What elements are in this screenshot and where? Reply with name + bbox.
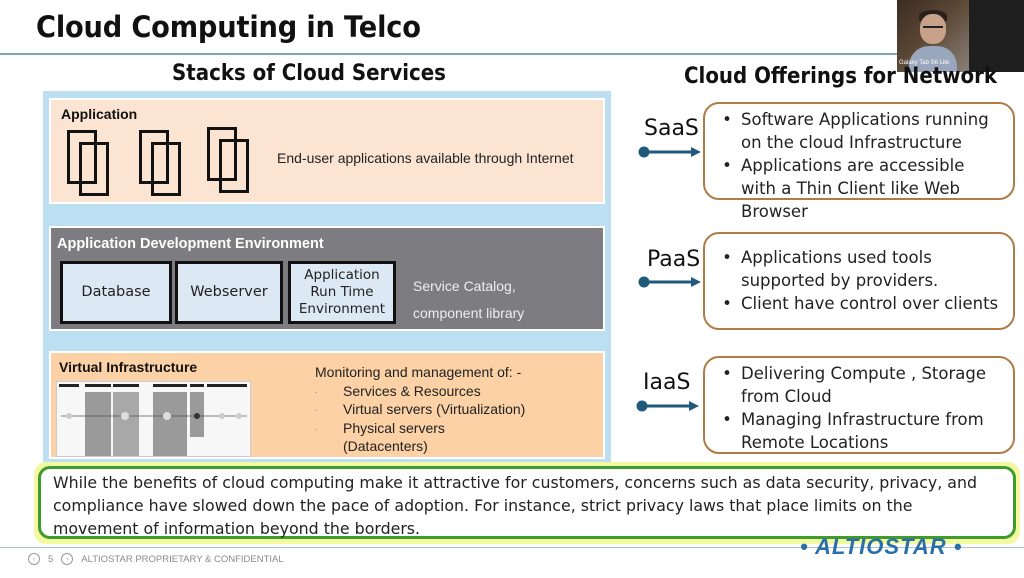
infrastructure-diagram-image [56,381,251,457]
offerings-heading: Cloud Offerings for Network [684,64,998,89]
diagram-node [236,413,242,419]
presenter-body [909,46,957,72]
application-layer: Application End-user applications availa… [49,98,605,204]
diagram-node [121,412,129,420]
stack-heading: Stacks of Cloud Services [172,61,446,86]
slide-footer: ‹ 5 › ALTIOSTAR PROPRIETARY & CONFIDENTI… [28,553,284,565]
iaas-bullet: •Managing Infrastructure from Remote Loc… [722,410,984,452]
app-window-icon [139,130,189,202]
diagram-header [85,384,111,387]
monitoring-heading: Monitoring and management of: - [315,364,522,380]
virtual-infrastructure-layer: Virtual Infrastructure Monitoring and ma… [49,351,605,459]
webserver-box: Webserver [175,261,283,324]
page-number: 5 [48,553,54,565]
app-window-icon [207,127,257,199]
saas-arrow-icon [638,146,701,158]
application-layer-title: Application [61,106,138,122]
diagram-column [113,392,139,456]
diagram-header [59,384,79,387]
catalog-line: component library [413,305,525,321]
iaas-bullet: •Delivering Compute , Storage from Cloud [722,364,987,406]
saas-bullet: •Software Applications running on the cl… [722,110,989,152]
diagram-column [85,392,111,456]
iaas-arrow-icon [636,400,699,412]
diagram-header [153,384,187,387]
presenter-head [920,14,946,44]
saas-label: SaaS [644,116,699,141]
application-description: End-user applications available through … [277,150,574,166]
diagram-header [190,384,204,387]
dev-environment-layer: Application Development Environment Data… [49,226,605,331]
slide-title: Cloud Computing in Telco [36,10,421,44]
diagram-node [194,413,200,419]
monitoring-item: .Services & Resources [315,382,481,399]
confidential-notice: ALTIOSTAR PROPRIETARY & CONFIDENTIAL [81,553,284,565]
webcam-feed[interactable]: Galaxy Tab S6 Lite [897,0,969,72]
monitoring-list: Monitoring and management of: - .Service… [315,363,525,456]
runtime-environment-box: Application Run Time Environment [288,261,396,324]
paas-arrow-icon [638,276,701,288]
previous-slide-icon[interactable]: ‹ [28,553,40,565]
dev-environment-title: Application Development Environment [57,236,324,252]
diagram-column [153,392,187,456]
monitoring-item: .Physical servers [315,419,445,436]
virtual-infrastructure-title: Virtual Infrastructure [59,359,198,375]
iaas-label: IaaS [643,370,691,395]
saas-bullet: •Applications are accessible with a Thin… [722,156,965,221]
presenter-glasses [923,26,943,32]
webcam-device-label: Galaxy Tab S6 Lite [899,60,950,66]
service-catalog-text: Service Catalog, component library [413,273,524,327]
monitoring-item: (Datacenters) [343,438,428,454]
diagram-node [219,413,225,419]
paas-label: PaaS [647,247,701,272]
paas-bullet: •Client have control over clients [722,294,999,313]
title-divider [0,53,1024,55]
next-slide-icon[interactable]: › [61,553,74,565]
diagram-node [66,413,72,419]
paas-description-box: •Applications used tools supported by pr… [703,232,1015,330]
diagram-header [113,384,139,387]
database-box: Database [60,261,172,324]
diagram-header [207,384,247,387]
diagram-node [163,412,171,420]
webcam-side-panel [969,0,1024,72]
iaas-description-box: •Delivering Compute , Storage from Cloud… [703,356,1015,454]
footer-divider [0,547,1024,548]
monitoring-item: .Virtual servers (Virtualization) [315,401,526,417]
note-box: While the benefits of cloud computing ma… [38,466,1016,539]
saas-description-box: •Software Applications running on the cl… [703,102,1015,221]
paas-bullet: •Applications used tools supported by pr… [722,248,939,290]
app-window-icon [67,130,117,202]
altiostar-logo: • ALTIOSTAR • [800,534,963,559]
catalog-line: Service Catalog, [413,278,516,294]
